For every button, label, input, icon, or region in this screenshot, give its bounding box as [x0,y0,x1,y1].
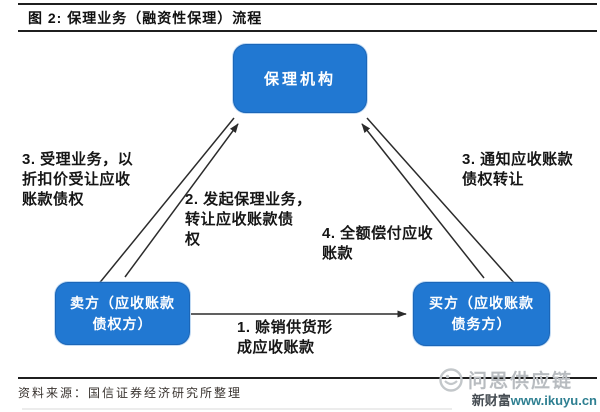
step1-label: 1. 赊销供货形 成应收账款 [237,319,333,356]
title-bottom-rule [18,30,597,32]
node-factoring-institution: 保理机构 [233,44,367,113]
arrow-step2 [124,123,239,278]
arrow-step4 [361,123,485,279]
watermark-text: 问思供应链 [468,371,574,392]
arrow-step3-right [366,117,532,303]
brand-name: 新财富 [471,393,511,408]
figure-title: 图 2: 保理业务（融资性保理）流程 [28,10,263,26]
step4-label: 4. 全额偿付应收 账款 [322,225,434,262]
flow-diagram: 保理机构 卖方（应收账款 债权方） 买方（应收账款 债务方） 3. 受理业务，以… [0,40,600,380]
watermark-logo-icon [439,367,463,392]
step3-right-label: 3. 通知应收账款 债权转让 [462,151,574,188]
arrow-step3-left [83,117,235,303]
flow-arrows [83,117,532,318]
step2-label: 2. 发起保理业务， 转让应收账款债 权 [185,191,312,248]
node-seller: 卖方（应收账款 债权方） [55,282,190,345]
node-buyer: 买方（应收账款 债务方） [413,282,550,346]
watermark: 问思供应链 [438,366,573,393]
brand-url: www.ikuyu.cn [510,393,597,408]
step3-left-label: 3. 受理业务，以 折扣价受让应收 账款债权 [22,151,134,208]
title-top-rule [18,3,597,5]
bottom-ghost-rule [22,408,452,410]
source-note: 资料来源：国信证券经济研究所整理 [18,386,243,400]
footer-rule [18,377,597,379]
brand-line: 新财富www.ikuyu.cn [472,390,597,409]
